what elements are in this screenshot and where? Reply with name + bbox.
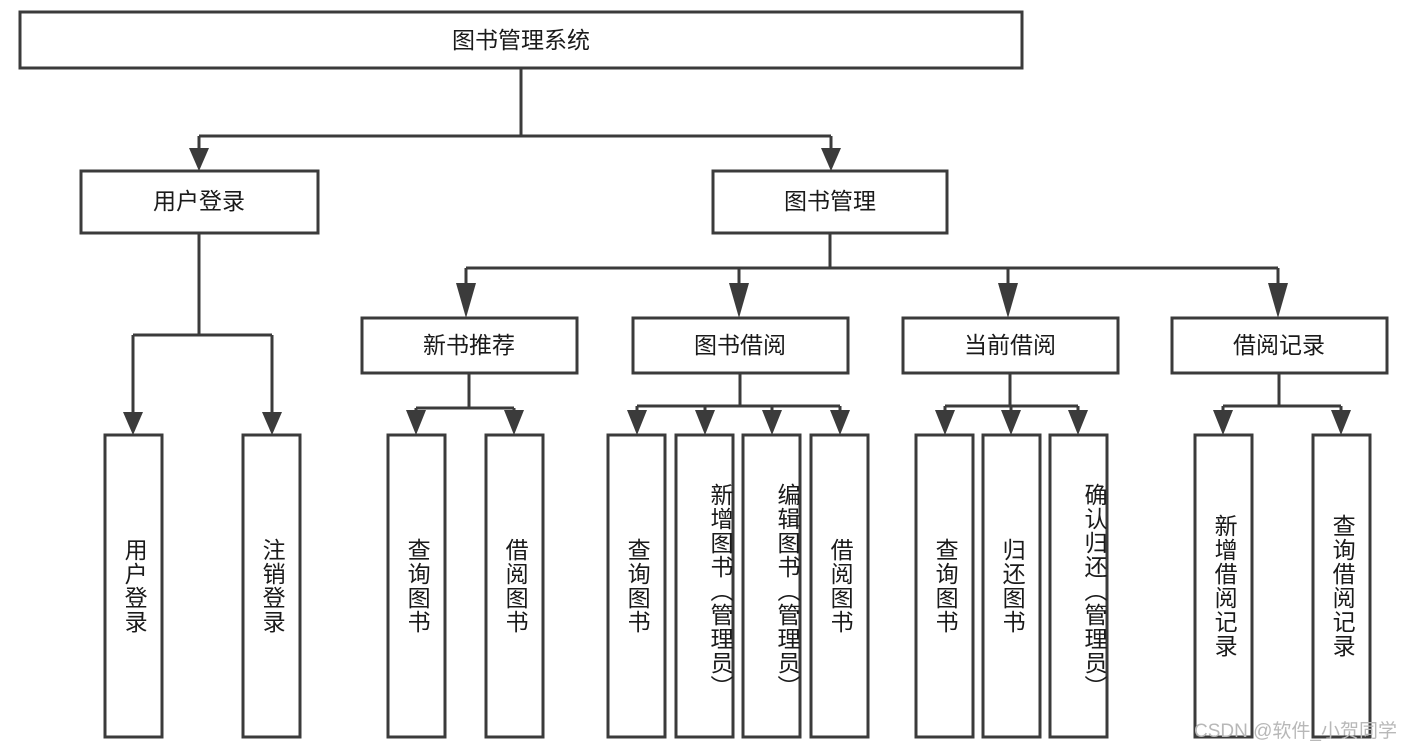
arrow-leaf-user-login: [123, 412, 143, 435]
node-book-manage[interactable]: 图书管理: [711, 169, 949, 235]
current-borrow-label: 当前借阅: [964, 332, 1056, 358]
root-label: 图书管理系统: [452, 27, 590, 53]
new-book-recommend-box[interactable]: [360, 316, 579, 375]
arrow-bb-4: [830, 410, 850, 435]
node-new-book-recommend[interactable]: 新书推荐: [360, 316, 579, 375]
leaf-box-bb-add-book[interactable]: [674, 433, 735, 739]
node-root[interactable]: 图书管理系统: [18, 10, 1024, 70]
arrow-bb-3: [762, 410, 782, 435]
arrow-cb-2: [1001, 410, 1021, 435]
leaf-box-bb-query-book[interactable]: [606, 433, 667, 739]
arrow-bb-2: [695, 410, 715, 435]
leaf-box-user-login[interactable]: [103, 433, 164, 739]
connector-user-login-to-leaves: [123, 233, 282, 435]
connector-current-borrow-to-leaves: [935, 373, 1088, 435]
leaf-box-cb-query-book[interactable]: [914, 433, 975, 739]
connector-book-borrow-to-leaves: [627, 373, 850, 435]
node-user-login[interactable]: 用户登录: [79, 169, 320, 235]
arrow-leaf-logout: [262, 412, 282, 435]
leaf-box-bb-edit-book[interactable]: [741, 433, 802, 739]
arrow-book-borrow: [729, 283, 749, 318]
connector-new-book-to-leaves: [406, 373, 524, 435]
new-book-recommend-label: 新书推荐: [423, 332, 515, 358]
book-borrow-box[interactable]: [631, 316, 850, 375]
leaf-box-nb-borrow-book[interactable]: [484, 433, 545, 739]
arrow-current-borrow: [998, 283, 1018, 318]
book-manage-label: 图书管理: [784, 188, 876, 214]
leaf-box-br-add-record[interactable]: [1193, 433, 1254, 739]
arrow-nb-1: [406, 410, 426, 435]
leaf-box-bb-borrow-book[interactable]: [809, 433, 870, 739]
leaf-box-cb-return-book[interactable]: [981, 433, 1042, 739]
arrow-br-1: [1213, 410, 1233, 435]
borrow-record-label: 借阅记录: [1233, 332, 1325, 358]
arrow-cb-1: [935, 410, 955, 435]
arrow-borrow-record: [1268, 283, 1288, 318]
connector-borrow-record-to-leaves: [1213, 373, 1351, 435]
borrow-record-box[interactable]: [1170, 316, 1389, 375]
arrow-bb-1: [627, 410, 647, 435]
book-manage-box[interactable]: [711, 169, 949, 235]
leaf-box-nb-query-book[interactable]: [386, 433, 447, 739]
arrow-book-manage: [821, 148, 841, 171]
user-login-label: 用户登录: [153, 188, 245, 214]
csdn-watermark: CSDN @软件_小贺同学: [1194, 721, 1397, 742]
arrow-user-login: [189, 148, 209, 171]
node-borrow-record[interactable]: 借阅记录: [1170, 316, 1389, 375]
connector-book-manage-to-level3: [456, 233, 1288, 318]
leaf-box-logout[interactable]: [241, 433, 302, 739]
arrow-nb-2: [504, 410, 524, 435]
book-borrow-label: 图书借阅: [694, 332, 786, 358]
current-borrow-box[interactable]: [901, 316, 1120, 375]
node-book-borrow[interactable]: 图书借阅: [631, 316, 850, 375]
connector-root-to-level2: [189, 68, 841, 171]
arrow-cb-3: [1068, 410, 1088, 435]
leaf-box-cb-confirm-return[interactable]: [1048, 433, 1109, 739]
leaf-box-br-query-record[interactable]: [1311, 433, 1372, 739]
root-box[interactable]: [18, 10, 1024, 70]
arrow-br-2: [1331, 410, 1351, 435]
node-current-borrow[interactable]: 当前借阅: [901, 316, 1120, 375]
arrow-new-book: [456, 283, 476, 318]
